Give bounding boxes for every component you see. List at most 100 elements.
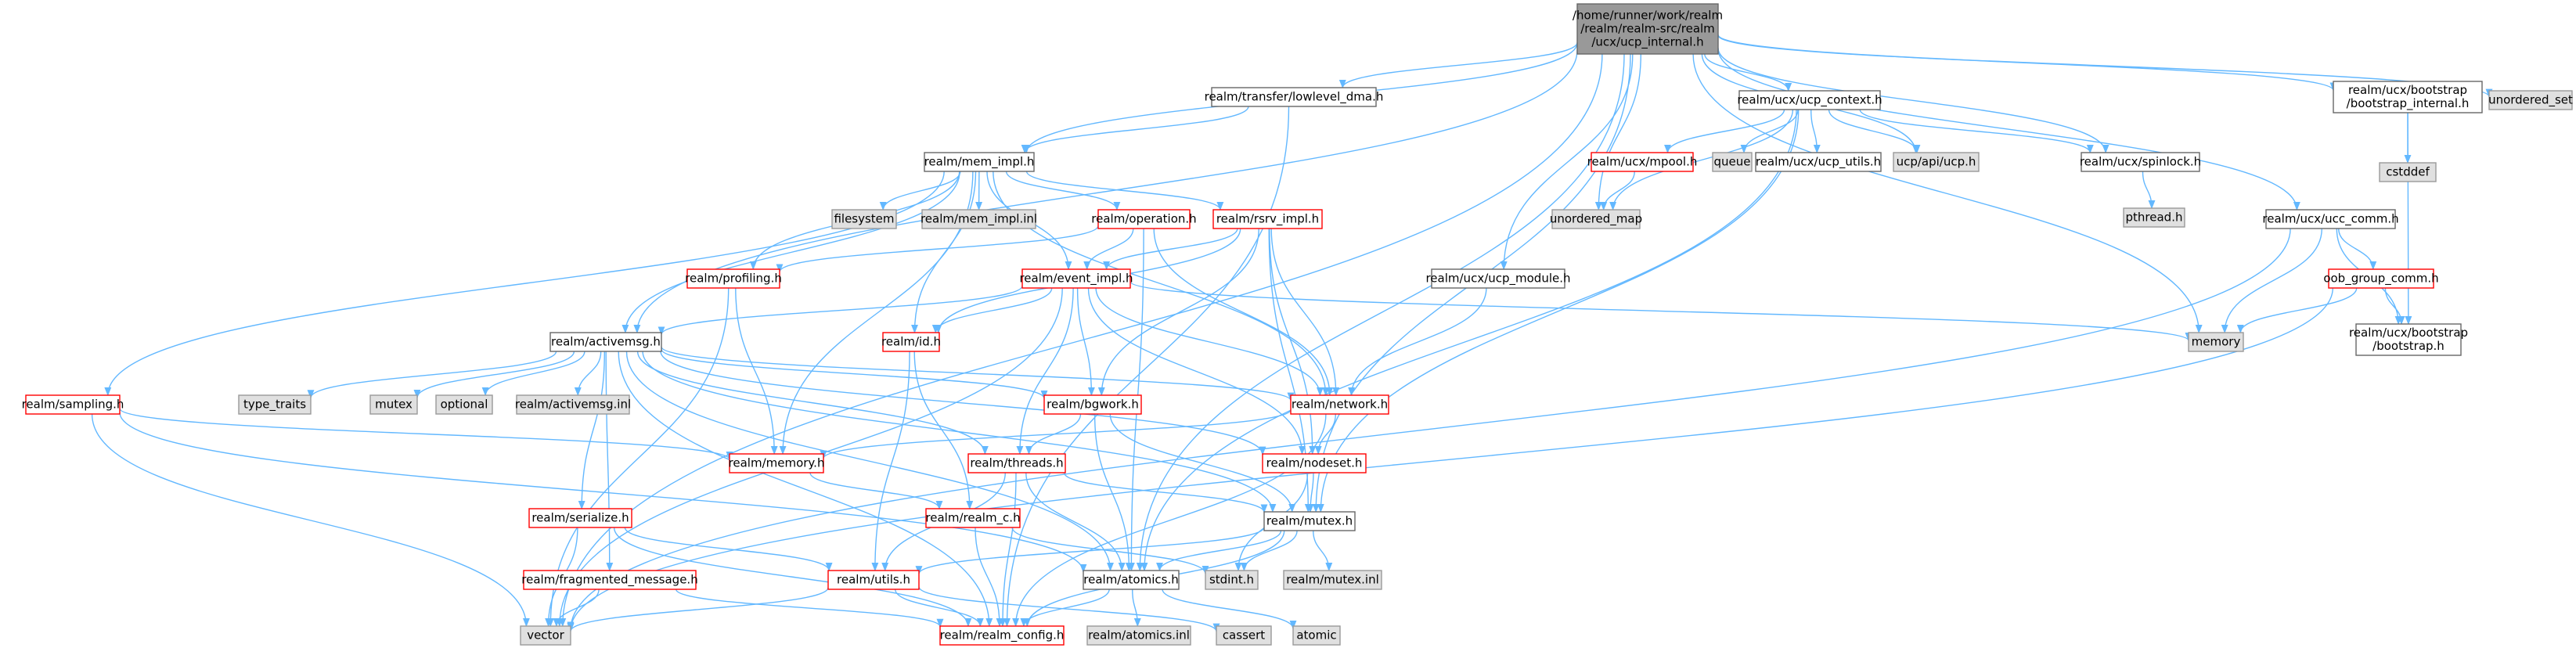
node-mutex-h[interactable]: realm/mutex.h: [1263, 511, 1356, 531]
node-label: realm/bgwork.h: [1047, 398, 1139, 412]
graph-nodes: /home/runner/work/realm/realm/realm-src/…: [22, 3, 2573, 646]
node-label: /ucx/ucp_internal.h: [1591, 35, 1703, 50]
node-label: realm/ucx/mpool.h: [1587, 155, 1698, 169]
node-unordered-map: unordered_map: [1550, 209, 1642, 229]
node-sampling[interactable]: realm/sampling.h: [22, 394, 124, 415]
node-box: [1292, 625, 1341, 646]
node-nodeset[interactable]: realm/nodeset.h: [1262, 453, 1367, 473]
node-serialize[interactable]: realm/serialize.h: [528, 508, 632, 528]
node-utils[interactable]: realm/utils.h: [827, 570, 920, 590]
node-profiling[interactable]: realm/profiling.h: [685, 268, 782, 289]
edge-mutex_h-to-utils: [915, 527, 1265, 575]
node-threads[interactable]: realm/threads.h: [967, 453, 1066, 473]
edge-root-to-activemsg: [633, 49, 1578, 334]
edge-activemsg-to-bgwork: [661, 348, 1048, 400]
node-bootstrap-internal[interactable]: realm/ucx/bootstrap/bootstrap_internal.h: [2333, 81, 2483, 113]
edge-threads-to-mutex_h: [1063, 472, 1268, 513]
edge-oob_group-to-bootstrap_h: [2384, 287, 2405, 326]
edge-mpool-to-unordered_map: [1600, 171, 1635, 211]
node-box: [882, 332, 940, 352]
node-box: [1591, 152, 1694, 172]
node-transfer[interactable]: realm/transfer/lowlevel_dma.h: [1205, 87, 1384, 107]
node-box: [1712, 152, 1753, 172]
node-box: [1283, 570, 1382, 590]
edge-nodeset-to-mutex_h: [1306, 472, 1314, 513]
edge-rsrv_impl-to-event_impl: [1103, 228, 1238, 271]
node-event-impl[interactable]: realm/event_impl.h: [1019, 268, 1133, 289]
node-network[interactable]: realm/network.h: [1290, 394, 1389, 415]
node-box: [827, 570, 920, 590]
edge-threads-to-realm_config: [999, 472, 1017, 628]
node-label: realm/serialize.h: [531, 511, 629, 525]
node-box: [1083, 570, 1180, 590]
node-cstddef: cstddef: [2379, 162, 2437, 182]
node-bootstrap-h[interactable]: realm/ucx/bootstrap/bootstrap.h: [2349, 323, 2468, 356]
edge-activemsg-to-atomics: [625, 351, 1114, 572]
node-label: realm/profiling.h: [685, 272, 782, 286]
edge-activemsg-to-activemsg_inl: [574, 351, 602, 397]
node-label: /home/runner/work/realm: [1573, 9, 1723, 23]
node-realm-c[interactable]: realm/realm_c.h: [925, 508, 1021, 528]
node-ucc-comm[interactable]: realm/ucx/ucc_comm.h: [2262, 209, 2399, 229]
node-activemsg[interactable]: realm/activemsg.h: [549, 332, 662, 352]
node-box: [516, 394, 630, 415]
node-activemsg-inl: realm/activemsg.inl: [515, 394, 631, 415]
node-queue: queue: [1712, 152, 1753, 172]
node-label: realm/sampling.h: [22, 398, 124, 412]
node-id[interactable]: realm/id.h: [881, 332, 941, 352]
node-box: [939, 625, 1065, 646]
edge-mem_impl-to-sampling: [104, 171, 945, 397]
node-label: realm/id.h: [881, 335, 941, 349]
node-label: realm/mutex.inl: [1286, 573, 1379, 587]
node-label: optional: [441, 398, 488, 412]
edge-activemsg-to-network: [661, 346, 1295, 401]
edge-ucc_comm-to-oob_group: [2338, 228, 2377, 271]
node-spinlock[interactable]: realm/ucx/spinlock.h: [2080, 152, 2201, 172]
node-mpool[interactable]: realm/ucx/mpool.h: [1587, 152, 1698, 172]
edge-activemsg-to-mutex_h: [642, 351, 1277, 513]
node-ucp-context[interactable]: realm/ucx/ucp_context.h: [1737, 90, 1882, 110]
edge-network-to-nodeset: [1314, 413, 1336, 455]
node-box: [2081, 152, 2200, 172]
node-box: [967, 453, 1066, 473]
node-box: [2265, 209, 2396, 229]
node-box: [1216, 625, 1272, 646]
node-label: realm/realm_config.h: [940, 628, 1065, 643]
node-box: [1021, 268, 1131, 289]
node-label: realm/ucx/bootstrap: [2349, 326, 2468, 340]
node-root[interactable]: /home/runner/work/realm/realm/realm-src/…: [1573, 3, 1723, 55]
node-box: [2333, 81, 2483, 113]
edge-serialize-to-realm_config: [613, 527, 972, 628]
edge-atomics-to-atomics_inl: [1132, 589, 1141, 628]
node-mem-impl[interactable]: realm/mem_impl.h: [924, 152, 1035, 172]
node-rsrv-impl[interactable]: realm/rsrv_impl.h: [1212, 209, 1323, 229]
node-ucp-module[interactable]: realm/ucx/ucp_module.h: [1425, 268, 1571, 289]
node-label: realm/threads.h: [970, 456, 1063, 470]
edge-ucp_context-to-spinlock: [1859, 109, 2094, 154]
node-box: [523, 570, 697, 590]
edge-event_impl-to-network: [1095, 287, 1324, 397]
node-operation[interactable]: realm/operation.h: [1091, 209, 1197, 229]
node-label: realm/transfer/lowlevel_dma.h: [1205, 90, 1384, 105]
node-ucx-utils[interactable]: realm/ucx/ucp_utils.h: [1755, 152, 1882, 172]
edge-ucp_context-to-queue: [1740, 109, 1799, 154]
node-memory-h[interactable]: realm/memory.h: [729, 453, 825, 473]
edge-mutex_h-to-stdint: [1240, 530, 1298, 572]
node-label: ucp/api/ucp.h: [1897, 155, 1976, 169]
node-fragmented[interactable]: realm/fragmented_message.h: [521, 570, 698, 590]
node-label: realm/activemsg.inl: [515, 398, 631, 412]
edge-sampling-to-atomics: [119, 412, 1087, 574]
node-box: [369, 394, 418, 415]
node-mutex-inl: realm/mutex.inl: [1283, 570, 1382, 590]
node-box: [729, 453, 824, 473]
edge-rsrv_impl-to-network: [1270, 228, 1340, 397]
node-bgwork[interactable]: realm/bgwork.h: [1043, 394, 1142, 415]
node-optional: optional: [435, 394, 493, 415]
edge-realm_c-to-stdint: [1011, 527, 1209, 575]
node-atomics[interactable]: realm/atomics.h: [1083, 570, 1180, 590]
node-label: realm/network.h: [1292, 398, 1388, 412]
node-realm-config[interactable]: realm/realm_config.h: [939, 625, 1065, 646]
node-oob-group[interactable]: oob_group_comm.h: [2323, 268, 2439, 289]
node-box: [520, 625, 571, 646]
node-cassert: cassert: [1216, 625, 1272, 646]
